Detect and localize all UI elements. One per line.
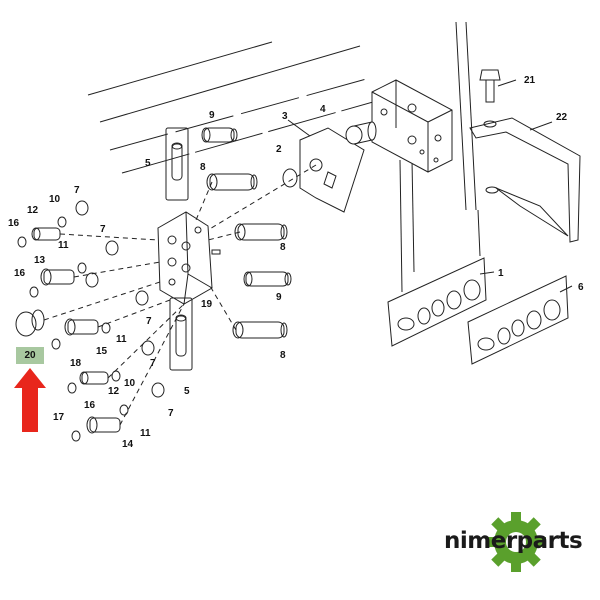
- fitting-9-top: [201, 127, 238, 143]
- callout-21: 21: [524, 75, 536, 86]
- valve-bracket: [371, 79, 453, 173]
- callout-4: 4: [320, 104, 326, 115]
- callout-13: 13: [34, 255, 46, 266]
- callout-10-upper: 10: [49, 194, 61, 205]
- callout-5-bottom: 5: [184, 386, 190, 397]
- fitting-13: [40, 268, 75, 286]
- fitting-15: [64, 318, 99, 336]
- callout-6: 6: [578, 282, 584, 293]
- o-rings: [17, 200, 165, 442]
- brand-logo-text: nimerparts: [444, 528, 583, 554]
- fitting-8-top: [206, 173, 258, 191]
- gear-icon: [486, 512, 546, 572]
- leader-dashes: [43, 164, 317, 426]
- fitting-12-lower: [79, 371, 109, 385]
- callout-12-upper: 12: [27, 205, 39, 216]
- callout-8-mid: 8: [280, 242, 286, 253]
- callout-18: 18: [70, 358, 82, 369]
- callout-9-top: 9: [209, 110, 215, 121]
- callout-leaders: [287, 79, 573, 293]
- callout-10-lower: 10: [124, 378, 136, 389]
- bolt: [479, 69, 501, 103]
- callout-16-c: 16: [84, 400, 96, 411]
- cartridge-top: [165, 127, 189, 201]
- callout-15: 15: [96, 346, 108, 357]
- highlighted-part-label: 20: [16, 347, 44, 364]
- seal-kit-6: [467, 275, 569, 365]
- callout-11-a: 11: [58, 240, 69, 251]
- callout-12-lower: 12: [108, 386, 120, 397]
- fitting-14: [86, 416, 121, 434]
- callout-11-c: 11: [140, 428, 151, 439]
- callout-16-b: 16: [14, 268, 26, 279]
- fitting-8-mid: [234, 223, 288, 241]
- fitting-9-mid: [243, 271, 292, 287]
- callout-1: 1: [498, 268, 504, 279]
- callout-17: 17: [53, 412, 65, 423]
- callout-3: 3: [282, 111, 288, 122]
- frame-lines: [87, 21, 481, 293]
- callout-5-top: 5: [145, 158, 151, 169]
- gasket-plate: [299, 127, 365, 213]
- callout-14: 14: [122, 439, 134, 450]
- callout-7-d: 7: [150, 358, 156, 369]
- callout-7-c: 7: [146, 316, 152, 327]
- callout-16-a: 16: [8, 218, 20, 229]
- callout-2: 2: [276, 144, 282, 155]
- sleeve-part: [345, 121, 377, 145]
- highlight-arrow-icon: [14, 368, 46, 432]
- callout-8-low: 8: [280, 350, 286, 361]
- cartridge-bottom: [169, 297, 193, 371]
- callout-8-top: 8: [200, 162, 206, 173]
- callout-22: 22: [556, 112, 568, 123]
- manifold-block: [157, 211, 221, 305]
- callout-7-a: 7: [74, 185, 80, 196]
- snap-ring: [282, 168, 298, 188]
- callout-11-b: 11: [116, 334, 127, 345]
- fitting-12-upper: [31, 227, 61, 241]
- callout-9-mid: 9: [276, 292, 282, 303]
- callout-7-e: 7: [168, 408, 174, 419]
- callout-19: 19: [201, 299, 213, 310]
- plug-20: [15, 309, 45, 337]
- fitting-8-low: [232, 321, 288, 339]
- support-strap: [469, 117, 581, 243]
- callout-7-b: 7: [100, 224, 106, 235]
- seal-kit-1: [387, 257, 487, 347]
- callout-labels: 1 2 3 4 5 5 6 7 7 7 7 7 8 8 8 9 9 10 10 …: [8, 75, 584, 450]
